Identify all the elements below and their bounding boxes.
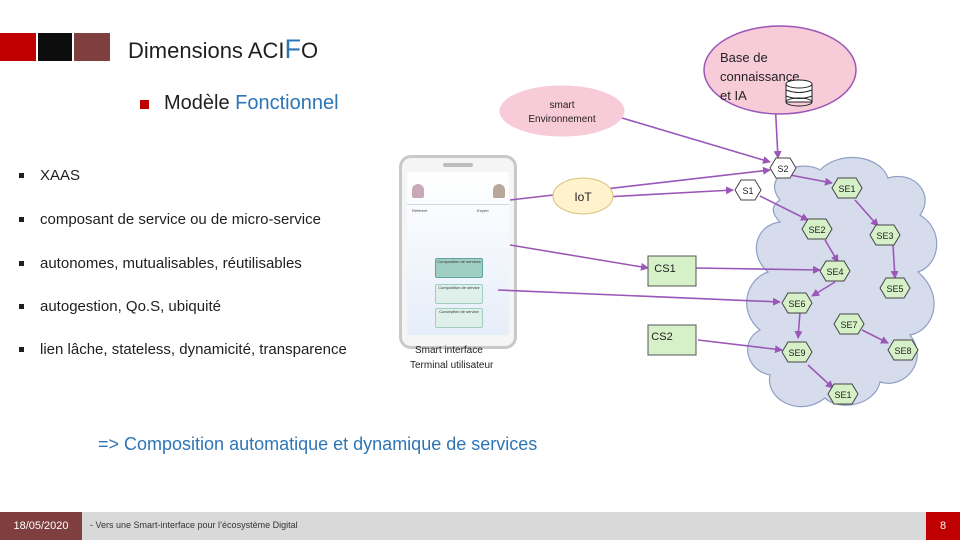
- service-se2-node: [801, 218, 833, 240]
- service-se1b-node: [827, 383, 859, 405]
- footer-text: - Vers une Smart-interface pour l’écosys…: [90, 520, 298, 530]
- arrow-s2-to-se1: [789, 174, 833, 186]
- arrow-se9-to-se1b: [807, 364, 834, 389]
- arrow-phone-to-se6: [497, 289, 781, 306]
- composite-service-cs1-label: CS1: [654, 263, 675, 275]
- service-se4-label: SE4: [826, 267, 843, 277]
- service-se7-label: SE7: [840, 320, 857, 330]
- bullet-item: lien lâche, stateless, dynamicité, trans…: [19, 341, 347, 358]
- service-se1-node: [831, 177, 863, 199]
- service-se1b-label: SE1: [834, 390, 851, 400]
- service-se8-node: [887, 339, 919, 361]
- footer-bar: [0, 512, 960, 540]
- bullet-item: XAAS: [18, 167, 81, 184]
- knowledge-base-label: et IA: [720, 88, 747, 103]
- arrow-s1-to-se2: [759, 195, 809, 221]
- service-se5-node: [879, 277, 911, 299]
- header-decoration-red: [0, 33, 36, 61]
- service-s1-label: S1: [742, 186, 753, 196]
- phone-caption-title: Smart interface: [415, 345, 483, 356]
- composite-service-cs2-node: [647, 324, 697, 356]
- phone-expert-label: Expert: [477, 208, 489, 213]
- knowledge-base-bubble: [703, 25, 857, 115]
- service-se9-node: [781, 341, 813, 363]
- elementary-services: SE1 SE2 SE3 SE4 SE5 SE6 SE7 SE8 SE9 SE1: [781, 177, 919, 405]
- footer-page-number: 8: [926, 512, 960, 540]
- knowledge-base-label: connaissance: [720, 69, 800, 84]
- service-se5-label: SE5: [886, 284, 903, 294]
- arrow-se1-to-se3: [854, 199, 879, 227]
- service-se6-node: [781, 292, 813, 314]
- phone-composition-box: Composition de service: [435, 284, 483, 304]
- header-decoration-black: [38, 33, 72, 61]
- service-se3-label: SE3: [876, 231, 893, 241]
- phone-referent-label: Référent: [412, 208, 428, 213]
- iot-node: [552, 177, 614, 215]
- arrow-se7-to-se8: [861, 329, 889, 344]
- service-s2-node: [769, 157, 797, 179]
- arrow-se3-to-se5: [890, 244, 899, 279]
- phone-composition-box: Composition de services: [435, 258, 483, 278]
- bullet-item: autogestion, Qo.S, ubiquité: [19, 298, 221, 315]
- composite-service-cs2-label: CS2: [651, 331, 672, 343]
- bullet-item: composant de service ou de micro-service: [19, 211, 321, 228]
- smart-environment-bubble: [499, 85, 625, 137]
- conclusion-text: => Composition automatique et dynamique …: [98, 434, 538, 454]
- service-se9-label: SE9: [788, 348, 805, 358]
- phone-conception-box: Conception de service: [435, 308, 483, 328]
- header-decoration-brown: [74, 33, 110, 61]
- arrow-se4-to-se6: [811, 281, 836, 297]
- service-s1-node: [734, 179, 762, 201]
- smart-interface-phone: Référent Expert Composition de services …: [399, 155, 517, 349]
- smart-environment-label: Environnement: [528, 114, 595, 125]
- bullet-item: autonomes, mutualisables, réutilisables: [19, 255, 302, 272]
- smart-environment-label: smart: [550, 100, 575, 111]
- footer-date: 18/05/2020: [0, 512, 82, 540]
- arrow-se2-to-se4: [824, 239, 839, 263]
- service-se2-label: SE2: [808, 225, 825, 235]
- expert-avatar-icon: [493, 184, 505, 198]
- arrow-smartenv-to-s2: [611, 114, 771, 164]
- arrow-phone-to-cs1: [509, 244, 649, 271]
- phone-speaker: [443, 163, 473, 167]
- arrow-iot-to-s1: [604, 186, 734, 198]
- phone-caption-subtitle: Terminal utilisateur: [410, 360, 494, 371]
- iot-label: IoT: [574, 190, 592, 204]
- service-se4-node: [819, 260, 851, 282]
- arrow-se6-to-se9: [794, 311, 803, 339]
- service-se3-node: [869, 224, 901, 246]
- user-avatar-icon: [412, 184, 424, 198]
- service-se6-label: SE6: [788, 299, 805, 309]
- arrow-cs2-to-se9: [697, 339, 783, 354]
- service-se8-label: SE8: [894, 346, 911, 356]
- phone-screen: Référent Expert Composition de services …: [407, 172, 509, 335]
- slide-title: Dimensions ACIFO: [128, 34, 319, 64]
- database-icon: [785, 79, 813, 107]
- service-se1-label: SE1: [838, 184, 855, 194]
- arrow-cs1-to-se4: [694, 265, 821, 274]
- subtitle-bullet-icon: [140, 100, 149, 109]
- composite-service-cs1-node: [647, 255, 697, 287]
- knowledge-base-label: Base de: [720, 50, 768, 65]
- phone-divider: [407, 204, 509, 205]
- service-se7-node: [833, 313, 865, 335]
- service-s2-label: S2: [777, 164, 788, 174]
- slide-subtitle: Modèle Fonctionnel: [164, 92, 339, 114]
